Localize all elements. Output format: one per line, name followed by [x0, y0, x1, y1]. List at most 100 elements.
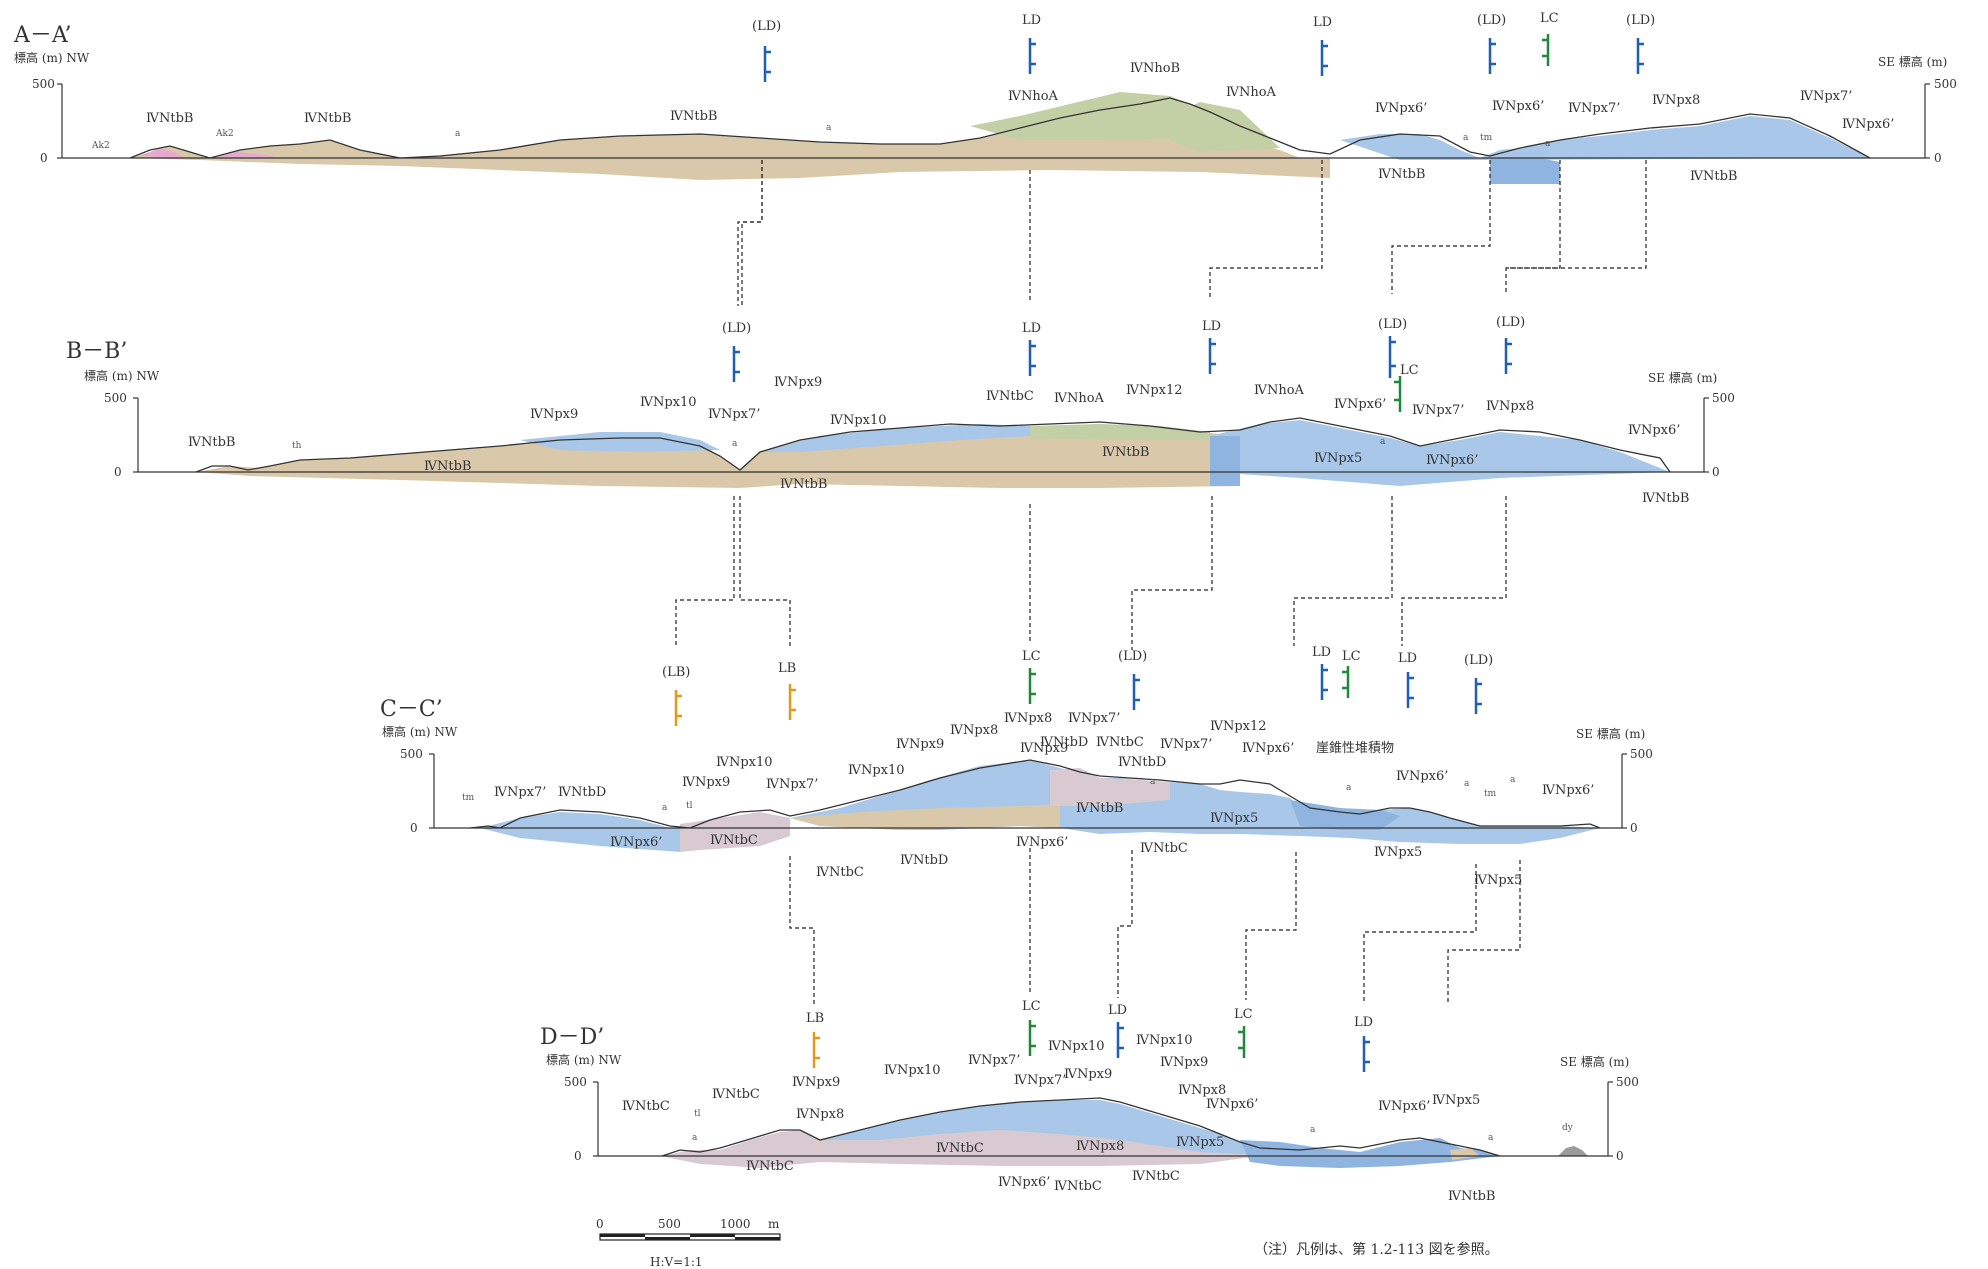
section-a: A－A’ 標高 (m) NW SE 標高 (m) 500 0 500 0 (LD… [13, 11, 1957, 184]
unit-label: ⅣNtbB [146, 111, 193, 126]
section-c-unit-labels: tm ⅣNpx7’ ⅣNtbD ⅣNpx6’ a tl ⅣNpx9 ⅣNpx10… [462, 711, 1594, 888]
unit-label: ⅣNpx6’ [1242, 741, 1294, 756]
unit-label: ⅣNpx7’ [968, 1053, 1020, 1068]
unit-label: a [1464, 779, 1470, 789]
scale-bar-segment [690, 1234, 735, 1237]
bedding-symbol-icon [1542, 34, 1550, 66]
connector-line [1117, 850, 1133, 998]
section-a-tick-500: 500 [32, 77, 55, 91]
unit-label: ⅣNpx6’ [998, 1175, 1050, 1190]
unit-label: ⅣNpx8 [1178, 1083, 1226, 1098]
bedding-symbol-icon [812, 1032, 820, 1068]
section-d-markers: LB LC LD LC LD [806, 999, 1373, 1072]
section-d-tick-500: 500 [564, 1075, 587, 1089]
bedding-symbol-icon [1116, 1022, 1124, 1058]
section-b-unit-labels: ⅣNtbB th ⅣNtbB ⅣNpx9 ⅣNpx10 ⅣNpx7’ a ⅣNp… [188, 375, 1689, 506]
section-b: B－B’ 標高 (m) NW SE 標高 (m) 500 0 500 0 (LD… [66, 315, 1735, 506]
unit-label: ⅣNpx7’ [1412, 403, 1464, 418]
bedding-symbol-icon [763, 46, 771, 82]
unit-label: ⅣNpx5 [1374, 845, 1422, 860]
pyroxene-andesite-layer-c [790, 760, 1600, 844]
scale-bar: 0 500 1000 m H:V=1:1 [596, 1217, 781, 1269]
marker-label: LC [1234, 1007, 1253, 1022]
marker-label: LC [1540, 11, 1559, 26]
unit-label: ⅣNpx6’ [1492, 99, 1544, 114]
bedding-symbol-icon [1488, 38, 1496, 74]
section-b-title: B－B’ [66, 339, 127, 364]
unit-label: 崖錐性堆積物 [1316, 741, 1394, 756]
connector-line [1293, 496, 1393, 646]
unit-label: ⅣNpx10 [640, 395, 697, 410]
tuff-breccia-layer [1450, 1148, 1480, 1160]
marker-label: LC [1022, 999, 1041, 1014]
unit-label: a [732, 439, 738, 449]
section-c-markers: (LB) LB LC (LD) LD LC LD (LD) [662, 645, 1493, 726]
bedding-symbol-icon [1406, 672, 1414, 708]
section-d-ground-surface [661, 1097, 1501, 1157]
andesite-layer [1030, 424, 1210, 440]
unit-label: ⅣNtbB [1642, 491, 1689, 506]
pyroxene-andesite-core [1210, 436, 1240, 486]
section-c-tick-0: 0 [410, 821, 418, 835]
unit-label: ⅣNpx6’ [1426, 453, 1478, 468]
section-a-tick-0: 0 [40, 151, 48, 165]
section-b-right-axis-label: SE 標高 (m) [1648, 370, 1717, 385]
unit-label: ⅣNpx7’ [1160, 737, 1212, 752]
section-d-right-axis-label: SE 標高 (m) [1560, 1054, 1629, 1069]
unit-label: ⅣNtbB [1102, 445, 1149, 460]
connector-line [1391, 160, 1491, 294]
bedding-symbol-icon [1342, 666, 1350, 698]
connector-line [739, 496, 791, 648]
unit-label: ⅣNpx10 [1048, 1039, 1105, 1054]
bedding-symbol-icon [1028, 1020, 1036, 1056]
unit-label: ⅣNpx9 [1020, 741, 1068, 756]
unit-label: ⅣNpx8 [1076, 1139, 1124, 1154]
unit-label: ⅣNpx7’ [1014, 1073, 1066, 1088]
tuff-breccia-layer [130, 100, 1330, 180]
unit-label: ⅣNtbC [710, 833, 758, 848]
unit-label: dy [1562, 1123, 1574, 1133]
bedding-symbol-icon [1028, 340, 1036, 376]
unit-label: ⅣNtbC [622, 1099, 670, 1114]
unit-label: ⅣNpx10 [716, 755, 773, 770]
unit-label: ⅣNtbD [900, 853, 948, 868]
marker-label: LC [1400, 363, 1419, 378]
unit-label: ⅣNpx12 [1210, 719, 1267, 734]
unit-label: a [1545, 139, 1551, 149]
connector-line [1131, 496, 1213, 650]
connector-line [1209, 160, 1323, 300]
connector-line [675, 496, 735, 648]
section-d-tick-0: 0 [574, 1149, 582, 1163]
pyroxene-andesite-layer [480, 812, 680, 852]
connector-line [789, 856, 815, 1006]
section-c-title: C－C’ [380, 697, 443, 722]
andesite-layer [970, 92, 1240, 140]
unit-label: ⅣNpx6’ [1628, 423, 1680, 438]
unit-label: ⅣNpx6’ [1842, 117, 1894, 132]
unit-label: ⅣNpx5 [1474, 873, 1522, 888]
marker-label: (LD) [1118, 649, 1147, 664]
unit-label: ⅣNpx6’ [1542, 783, 1594, 798]
section-b-markers: (LD) LD LD (LD) LC (LD) [722, 315, 1525, 412]
bedding-symbol-icon [1132, 674, 1140, 710]
marker-label: LD [1202, 319, 1221, 334]
unit-label: tm [1484, 789, 1497, 799]
section-d-right-tick-500: 500 [1616, 1075, 1639, 1089]
scale-label-0: 0 [596, 1217, 604, 1231]
section-a-markers: (LD) LD LD (LD) LC (LD) [752, 11, 1655, 82]
section-c-right-axis-label: SE 標高 (m) [1576, 726, 1645, 741]
marker-label: LD [1108, 1003, 1127, 1018]
unit-label: ⅣNtbB [1448, 1189, 1495, 1204]
unit-label: ⅣNhoA [1226, 85, 1277, 100]
unit-label: tm [462, 793, 475, 803]
scale-bar-segment [645, 1237, 690, 1240]
unit-label: ⅣNhoA [1008, 89, 1059, 104]
unit-label: ⅣNtbC [986, 389, 1034, 404]
unit-label: ⅣNtbD [1040, 735, 1088, 750]
section-b-right-tick-0: 0 [1712, 465, 1720, 479]
bedding-symbol-icon [1394, 376, 1402, 412]
bedding-symbol-icon [1388, 336, 1396, 378]
bedding-symbol-icon [674, 690, 682, 726]
pyroxene-andesite-layer [1340, 116, 1870, 160]
